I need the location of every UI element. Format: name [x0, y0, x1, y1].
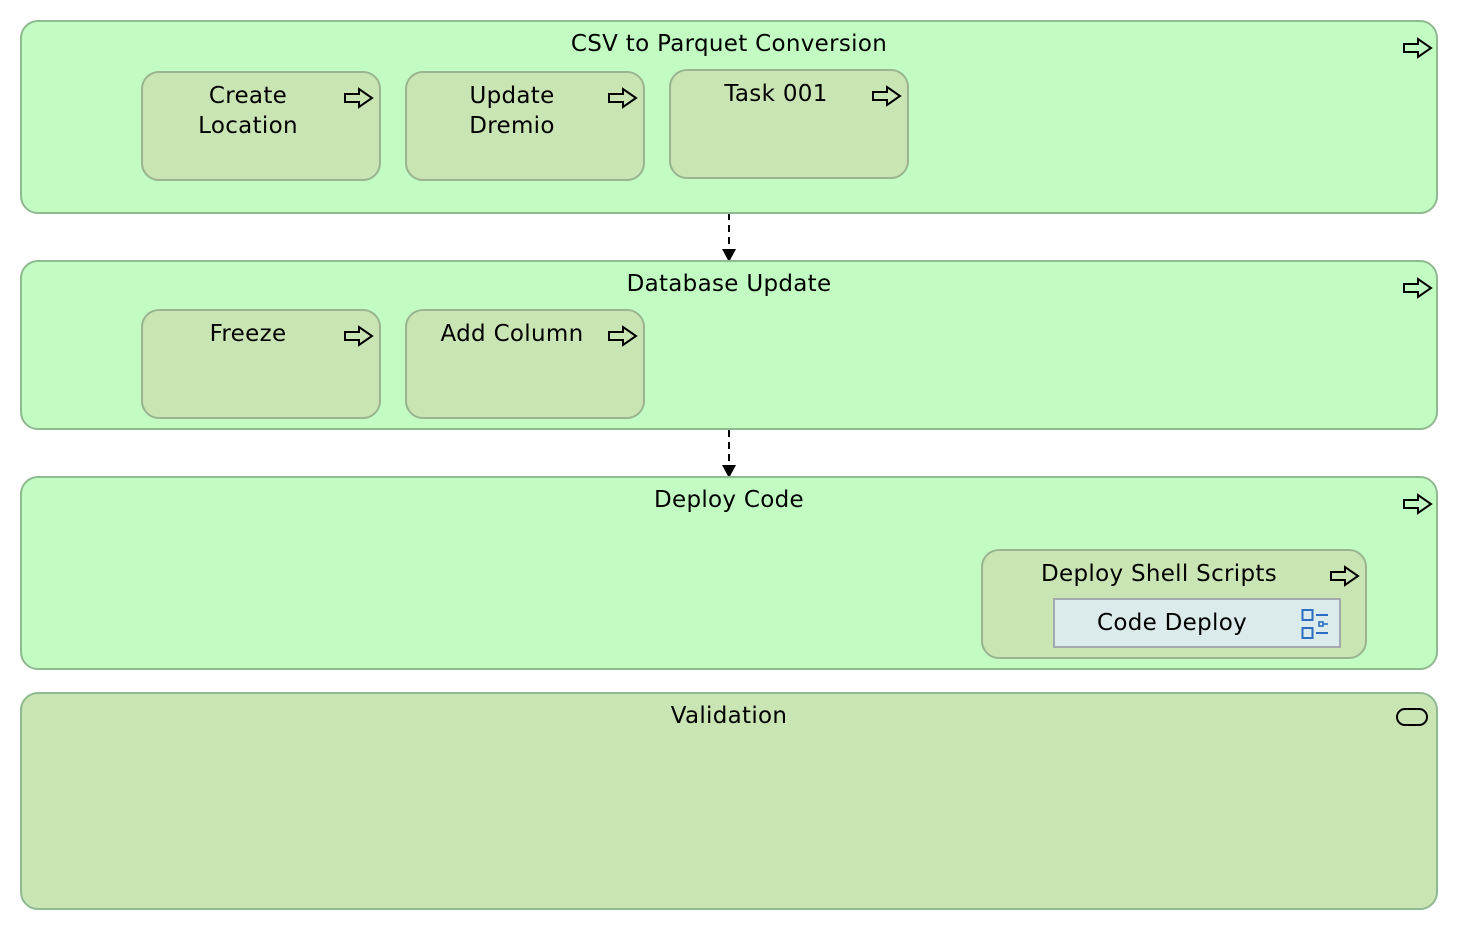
process-freeze[interactable]: Freeze [141, 309, 381, 419]
application-component-code-deploy[interactable]: Code Deploy [1053, 598, 1341, 648]
process-title: CSV to Parquet Conversion [570, 31, 888, 57]
process-create-location[interactable]: Create Location [141, 71, 381, 181]
application-component-icon [1301, 609, 1328, 639]
function-event-icon [1396, 708, 1428, 726]
process-deploy-shell-scripts[interactable]: Deploy Shell Scripts Code Deploy [981, 549, 1367, 659]
process-label: Task 001 [724, 81, 828, 107]
process-title: Database Update [626, 271, 832, 297]
process-update-dremio[interactable]: Update Dremio [405, 71, 645, 181]
process-arrow-icon [344, 325, 374, 347]
process-title: Deploy Code [653, 487, 805, 513]
process-arrow-icon [1403, 493, 1433, 515]
process-arrow-icon [1330, 565, 1360, 587]
event-validation[interactable]: Validation [20, 692, 1438, 910]
process-label: Add Column [440, 321, 584, 347]
process-label: Freeze [209, 321, 287, 347]
connector-csv-to-database[interactable] [722, 213, 736, 262]
application-component-label: Code Deploy [1096, 610, 1248, 636]
process-add-column[interactable]: Add Column [405, 309, 645, 419]
process-arrow-icon [872, 85, 902, 107]
process-arrow-icon [1403, 277, 1433, 299]
process-database-update[interactable]: Database Update Freeze Add Column [20, 260, 1438, 430]
process-deploy-code[interactable]: Deploy Code Deploy Shell Scripts Code De… [20, 476, 1438, 670]
process-csv-to-parquet-conversion[interactable]: CSV to Parquet Conversion Create Locatio… [20, 20, 1438, 214]
process-label: Create Location [198, 83, 298, 139]
process-arrow-icon [608, 325, 638, 347]
process-task-001[interactable]: Task 001 [669, 69, 909, 179]
process-arrow-icon [608, 87, 638, 109]
connector-database-to-deploy[interactable] [722, 430, 736, 478]
process-label: Update Dremio [469, 83, 555, 139]
process-arrow-icon [344, 87, 374, 109]
process-label: Deploy Shell Scripts [1041, 561, 1277, 587]
event-title: Validation [670, 703, 788, 729]
process-arrow-icon [1403, 37, 1433, 59]
